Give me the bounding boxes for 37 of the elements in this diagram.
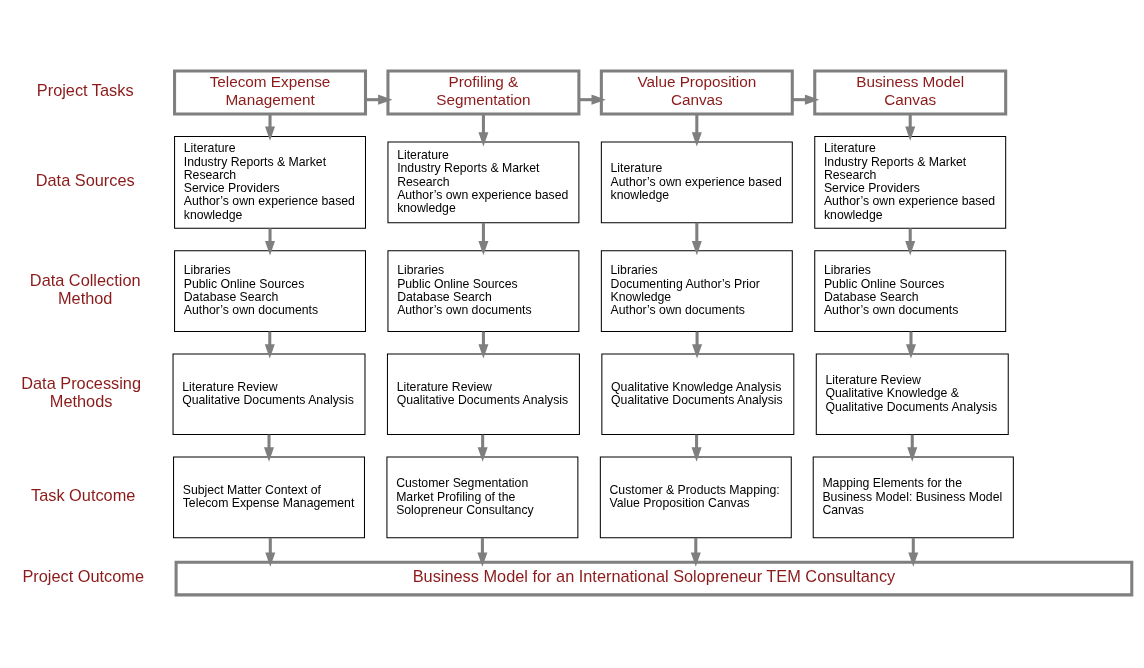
node-box: Libraries Documenting Author’s Prior Knowledge Author’s own documents [600,250,793,332]
node-box: Literature Review Qualitative Documents Analysis [386,353,580,436]
node-box: Literature Industry Reports & Market Research Author’s own experience based knowledge [387,141,580,224]
label: Task Outcome [31,486,136,505]
node-box: Libraries Public Online Sources Database Search Author’s own documents [814,250,1007,332]
node-box: Literature Industry Reports & Market Research Service Providers Author’s own experience based knowledge [814,135,1007,229]
node-box: Qualitative Knowledge Analysis Qualitative Documents Analysis [601,353,795,436]
label: Project Tasks [36,81,134,100]
node-box: Business Model Canvas [813,69,1008,116]
label: Data Sources [35,171,135,190]
label: Data Collection Method [29,270,141,308]
arrow [905,228,916,256]
node-box: Subject Matter Context of Telecom Expense Management [173,456,365,539]
node-box: Mapping Elements for the Business Model: Business Model Canvas [812,456,1014,539]
arrow [691,114,702,147]
node-box: Literature Industry Reports & Market Research Service Providers Author’s own experience based knowledge [174,135,366,229]
arrow [478,222,489,256]
node-box: Libraries Public Online Sources Database Search Author’s own documents [174,250,366,332]
node-box: Telecom Expense Management [173,69,368,116]
arrow [691,222,702,256]
label: Project Outcome [22,567,144,586]
node-box: Customer & Products Mapping: Value Proposition Canvas [599,456,792,539]
label: Data Processing Methods [21,373,142,411]
arrow [905,331,916,359]
node-box: Business Model for an International Solopreneur TEM Consultancy [174,560,1134,597]
node-box: Libraries Public Online Sources Database Search Author’s own documents [387,250,580,332]
arrow [265,114,276,141]
node-box: Literature Review Qualitative Documents Analysis [172,353,366,436]
arrow [265,228,276,256]
node-box: Literature Author’s own experience based knowledge [600,141,793,224]
arrow [478,114,489,147]
arrow [264,434,275,462]
node-box: Customer Segmentation Market Profiling of the Solopreneur Consultancy [386,456,579,539]
node-box: Literature Review Qualitative Knowledge & Qualitative Documents Analysis [815,353,1009,436]
node-box: Value Proposition Canvas [599,69,794,116]
node-box: Profiling & Segmentation [386,69,581,116]
arrow [579,94,606,105]
